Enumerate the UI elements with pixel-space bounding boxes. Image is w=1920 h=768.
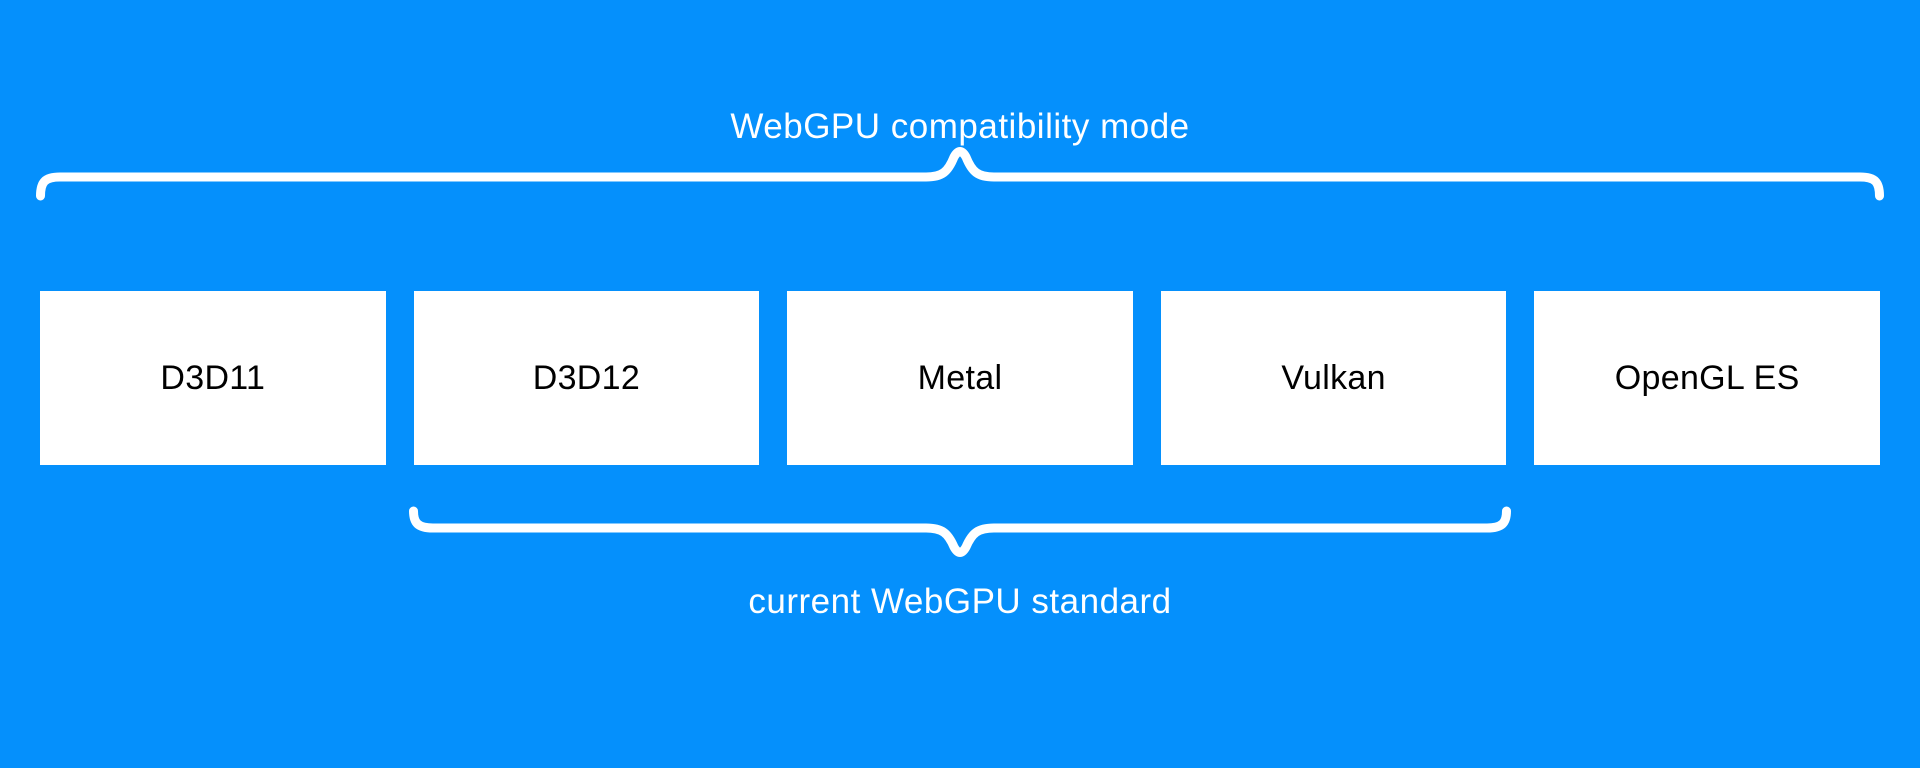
api-box-opengl-es: OpenGL ES (1534, 291, 1880, 465)
api-box-vulkan: Vulkan (1160, 291, 1507, 465)
bottom-brace (409, 506, 1511, 557)
api-box-d3d12: D3D12 (413, 291, 760, 465)
api-box-d3d11: D3D11 (40, 291, 386, 465)
webgpu-compatibility-mode-label: WebGPU compatibility mode (730, 107, 1190, 146)
top-brace (36, 147, 1884, 201)
api-box-row: D3D11 D3D12 Metal Vulkan OpenGL ES (40, 291, 1880, 465)
api-box-metal: Metal (787, 291, 1133, 465)
current-webgpu-standard-label: current WebGPU standard (748, 582, 1172, 621)
